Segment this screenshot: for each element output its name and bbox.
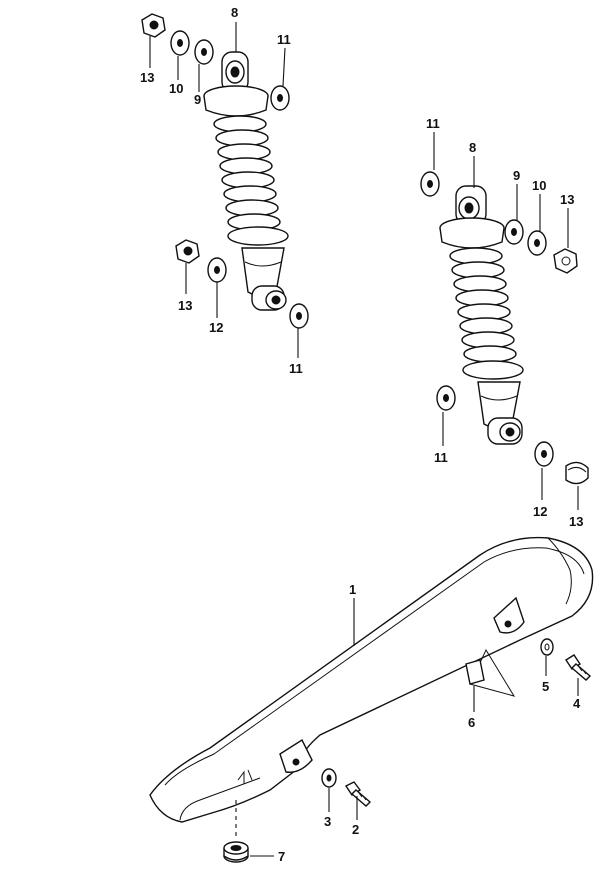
callout-11: 11: [434, 450, 448, 465]
chain-case: [149, 536, 594, 823]
washer-12-left: [207, 257, 227, 283]
washer-9-left: [194, 39, 214, 65]
callout-12: 12: [533, 504, 547, 519]
nut-13-right-top: [553, 248, 578, 274]
callout-3: 3: [324, 814, 331, 829]
washer-3: [321, 768, 337, 788]
callout-10: 10: [532, 178, 546, 193]
callout-1: 1: [349, 582, 356, 597]
washer-11-right-top: [420, 171, 440, 197]
callout-2: 2: [352, 822, 359, 837]
callouts-left: 13 10 9 8 11 13 12 11: [140, 5, 303, 376]
bolt-4: [565, 654, 592, 681]
bolt-2: [344, 781, 372, 807]
callout-8: 8: [469, 140, 476, 155]
washer-5: [540, 638, 554, 656]
callout-10: 10: [169, 81, 183, 96]
spring-coils-right: [449, 247, 517, 363]
callout-9: 9: [513, 168, 520, 183]
leader-lines-chain-case: [235, 598, 579, 857]
callout-5: 5: [542, 679, 549, 694]
washer-11-left-bottom: [289, 303, 309, 329]
callout-13: 13: [140, 70, 154, 85]
callout-9: 9: [194, 92, 201, 107]
washer-9-right: [504, 219, 524, 245]
callouts-right: 11 8 9 10 13 11 12 13: [426, 116, 583, 529]
callout-8: 8: [231, 5, 238, 20]
nut-13-left-top: [141, 13, 166, 38]
shock-absorber-right: [439, 185, 524, 445]
leader-lines-right: [433, 132, 579, 510]
washer-12-right: [534, 441, 554, 467]
callout-13: 13: [178, 298, 192, 313]
callout-11: 11: [289, 361, 303, 376]
nut-13-left-bottom: [175, 239, 200, 264]
grommet-7: [223, 841, 249, 863]
cap-nut-13-right-bottom: [565, 461, 589, 485]
washer-10-right: [527, 230, 547, 256]
washer-11-left-top: [270, 85, 290, 111]
washer-11-right-bottom: [436, 385, 456, 411]
callout-11: 11: [277, 32, 291, 47]
callout-11: 11: [426, 116, 440, 131]
callout-12: 12: [209, 320, 223, 335]
callout-13: 13: [569, 514, 583, 529]
spring-coils-left: [213, 115, 281, 231]
leader-lines-left: [149, 22, 299, 358]
clip-nut-6: [465, 659, 485, 685]
callout-7: 7: [278, 849, 285, 864]
callouts-chain-case: 1 5 4 6 3 2 7: [278, 582, 581, 864]
washer-10-left: [170, 30, 190, 56]
shock-absorber-left: [203, 51, 289, 311]
callout-6: 6: [468, 715, 475, 730]
callout-4: 4: [573, 696, 581, 711]
callout-13: 13: [560, 192, 574, 207]
